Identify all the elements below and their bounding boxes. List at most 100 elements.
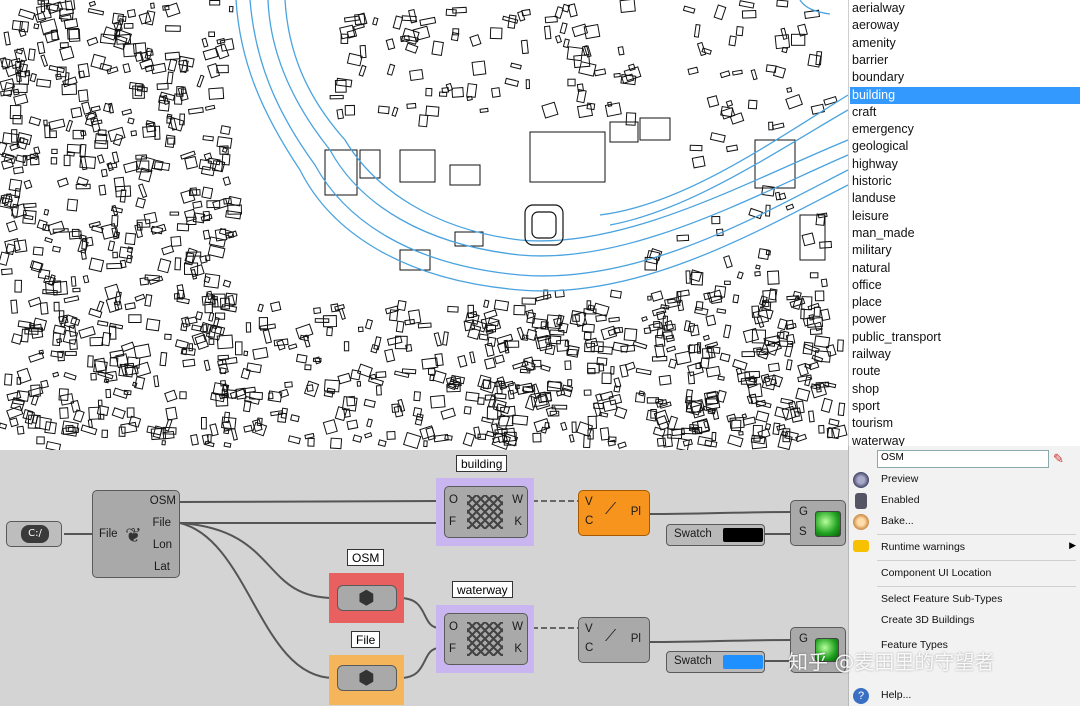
menu-separator bbox=[877, 586, 1076, 587]
polyline-top-input-v: V bbox=[585, 496, 593, 508]
menu-create-3d-buildings[interactable]: Create 3D Buildings bbox=[881, 614, 975, 626]
feature-item-aeroway[interactable]: aeroway bbox=[852, 18, 900, 33]
feature-item-leisure[interactable]: leisure bbox=[852, 208, 889, 223]
osm-param-label: OSM bbox=[347, 549, 385, 566]
polyline-component-bottom[interactable]: V C ⟋ Pl bbox=[578, 617, 650, 663]
osm-output-lat: Lat bbox=[154, 561, 170, 573]
name-field-row: OSM bbox=[877, 450, 1049, 468]
feature-item-natural[interactable]: natural bbox=[852, 260, 891, 275]
feature-item-historic[interactable]: historic bbox=[852, 174, 892, 188]
feature-item-tourism[interactable]: tourism bbox=[852, 416, 893, 431]
menu-runtime-warnings[interactable]: Runtime warnings bbox=[881, 541, 966, 553]
waterway-input-o: O bbox=[449, 621, 458, 633]
feature-item-highway[interactable]: highway bbox=[852, 156, 898, 171]
file-param-label: File bbox=[351, 631, 381, 648]
osm-component[interactable]: File ❦ OSM File Lon Lat bbox=[92, 490, 180, 578]
feature-item-aerialway[interactable]: aerialway bbox=[852, 1, 905, 15]
map-viewport[interactable] bbox=[0, 0, 848, 450]
preview-icon bbox=[853, 472, 869, 488]
feature-item-shop[interactable]: shop bbox=[852, 381, 880, 396]
menu-separator bbox=[877, 534, 1076, 535]
grasshopper-canvas[interactable]: C:/ File ❦ OSM File Lon Lat building O F… bbox=[0, 450, 848, 706]
component-name-field[interactable]: OSM bbox=[881, 452, 904, 463]
building-group-label: building bbox=[456, 455, 508, 472]
waterway-filter-component[interactable]: O F W K bbox=[444, 613, 528, 665]
swatch-top-color bbox=[723, 528, 763, 542]
file-path-param[interactable]: C:/ bbox=[6, 521, 62, 547]
osm-tree-icon: ❦ bbox=[125, 523, 142, 547]
file-param[interactable]: ⬢ bbox=[337, 665, 397, 691]
menu-enabled[interactable]: Enabled bbox=[881, 494, 920, 506]
swatch-top[interactable]: Swatch bbox=[666, 524, 765, 546]
osm-input-file: File bbox=[99, 528, 118, 540]
feature-item-geological[interactable]: geological bbox=[852, 139, 909, 154]
building-input-f: F bbox=[449, 516, 457, 528]
feature-item-boundary[interactable]: boundary bbox=[852, 70, 905, 85]
feature-item-public-transport[interactable]: public_transport bbox=[852, 329, 941, 344]
preview-top-input-g: G bbox=[799, 506, 808, 518]
osm-output-osm: OSM bbox=[149, 495, 176, 507]
building-output-k: K bbox=[514, 516, 522, 528]
menu-preview[interactable]: Preview bbox=[881, 473, 919, 485]
feature-item-route[interactable]: route bbox=[852, 364, 881, 379]
building-outlines-map bbox=[0, 0, 848, 450]
menu-bake[interactable]: Bake... bbox=[881, 515, 914, 527]
wires bbox=[64, 500, 791, 679]
menu-separator bbox=[877, 560, 1076, 561]
feature-item-railway[interactable]: railway bbox=[852, 347, 891, 361]
file-path-icon: C:/ bbox=[21, 525, 49, 543]
feature-item-emergency[interactable]: emergency bbox=[852, 122, 914, 137]
polyline-icon: ⟋ bbox=[605, 626, 617, 645]
building-output-w: W bbox=[512, 494, 523, 506]
stadium bbox=[524, 204, 564, 246]
paint-brush-icon[interactable]: ✎ bbox=[1053, 451, 1064, 466]
menu-component-ui-location[interactable]: Component UI Location bbox=[881, 567, 992, 579]
building-filter-icon bbox=[467, 495, 503, 529]
feature-item-barrier[interactable]: barrier bbox=[852, 52, 889, 67]
custom-preview-top[interactable]: G S bbox=[790, 500, 846, 546]
feature-item-waterway[interactable]: waterway bbox=[852, 433, 905, 448]
warning-bubble-icon bbox=[853, 540, 869, 552]
preview-top-input-s: S bbox=[799, 526, 807, 538]
waterway-group-label: waterway bbox=[452, 581, 513, 598]
polyline-icon: ⟋ bbox=[605, 499, 617, 518]
feature-item-office[interactable]: office bbox=[852, 277, 882, 292]
feature-item-building[interactable]: building bbox=[850, 86, 1080, 104]
building-input-o: O bbox=[449, 494, 458, 506]
feature-item-craft[interactable]: craft bbox=[852, 104, 877, 119]
osm-output-lon: Lon bbox=[152, 539, 172, 551]
polyline-bottom-input-v: V bbox=[585, 623, 593, 635]
swatch-bottom[interactable]: Swatch bbox=[666, 651, 765, 673]
custom-preview-bottom[interactable]: G bbox=[790, 627, 846, 673]
feature-item-place[interactable]: place bbox=[852, 295, 882, 310]
osm-output-file: File bbox=[152, 517, 171, 529]
hexagon-icon: ⬢ bbox=[358, 587, 375, 609]
feature-item-military[interactable]: military bbox=[852, 243, 892, 258]
menu-feature-types[interactable]: Feature Types bbox=[881, 639, 948, 651]
polyline-bottom-output-pl: Pl bbox=[630, 633, 641, 645]
menu-help[interactable]: Help... bbox=[881, 689, 912, 701]
preview-sphere-icon bbox=[815, 511, 841, 537]
waterway-filter-icon bbox=[467, 622, 503, 656]
feature-item-landuse[interactable]: landuse bbox=[852, 191, 896, 206]
feature-item-sport[interactable]: sport bbox=[852, 398, 880, 413]
component-context-menu[interactable]: OSM ✎ Preview Enabled Bake... Runtime wa… bbox=[848, 446, 1080, 706]
feature-item-amenity[interactable]: amenity bbox=[852, 35, 896, 50]
waterway-input-f: F bbox=[449, 643, 457, 655]
submenu-arrow-icon: ▶ bbox=[1069, 540, 1076, 550]
menu-select-subtypes[interactable]: Select Feature Sub-Types bbox=[881, 593, 1003, 605]
bake-icon bbox=[853, 514, 869, 530]
enabled-icon bbox=[855, 493, 867, 509]
preview-sphere-icon bbox=[815, 638, 839, 662]
river-banks bbox=[235, 0, 848, 292]
feature-item-power[interactable]: power bbox=[852, 312, 887, 327]
polyline-component-top[interactable]: V C ⟋ Pl bbox=[578, 490, 650, 536]
hexagon-icon: ⬢ bbox=[358, 667, 375, 689]
feature-item-man-made[interactable]: man_made bbox=[852, 225, 915, 240]
preview-bottom-input-g: G bbox=[799, 633, 808, 645]
building-filter-component[interactable]: O F W K bbox=[444, 486, 528, 538]
waterway-output-w: W bbox=[512, 621, 523, 633]
osm-param[interactable]: ⬢ bbox=[337, 585, 397, 611]
swatch-top-label: Swatch bbox=[674, 528, 712, 540]
